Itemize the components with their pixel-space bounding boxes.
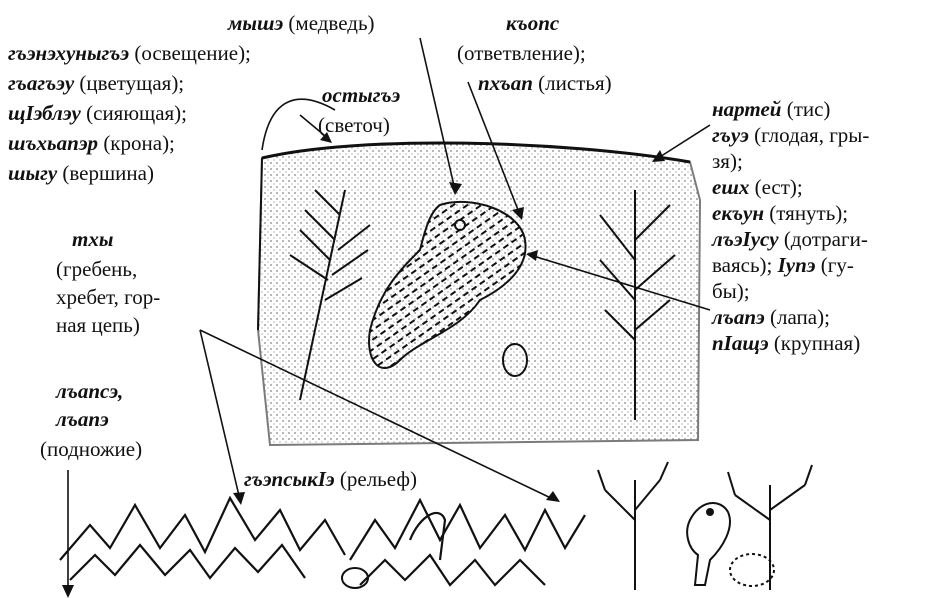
gloss-ridge-2: хребет, гор- [56, 285, 160, 309]
right-gloss-6: ваясь); [712, 253, 778, 277]
right-term-3: ешх [712, 175, 749, 199]
right-term-5: лъэIусу [712, 227, 779, 251]
right-gloss-7: бы); [712, 279, 750, 303]
small-circle-mark [730, 554, 774, 586]
gloss-bear: (медведь) [288, 11, 374, 35]
right-label-column: нартей (тис) гъуэ (глодая, гры- зя); ешх… [712, 96, 937, 356]
right-row-1: гъуэ (глодая, гры- [712, 122, 937, 148]
right-gloss-2: зя); [712, 149, 743, 173]
term-bear: мышэ [228, 11, 283, 35]
term-branch: къопс [506, 11, 559, 35]
right-row-3: ешх (ест); [712, 174, 937, 200]
term-top: шыгу [8, 161, 57, 185]
label-relief: гъэпсыкIэ (рельеф) [244, 466, 417, 492]
right-term-8: лъапэ [712, 305, 765, 329]
gloss-foot: (подножие) [40, 437, 142, 461]
right-gloss-lips: (гу- [816, 253, 854, 277]
right-gloss-5: (дотраги- [779, 227, 868, 251]
gloss-leaves: (листья) [538, 71, 611, 95]
right-term-lips: Iупэ [778, 253, 816, 277]
label-ridge-term: тхы [72, 226, 113, 252]
label-ridge-gloss-3: ная цепь) [56, 312, 140, 338]
right-term-9: пIащэ [712, 331, 769, 355]
term-shining: щIэблэу [8, 101, 81, 125]
label-torch-term: остыгъэ [322, 82, 400, 108]
gloss-ridge-3: ная цепь) [56, 313, 140, 337]
term-torch: остыгъэ [322, 83, 400, 107]
right-gloss-4: (тянуть); [764, 201, 848, 225]
right-row-8: лъапэ (лапа); [712, 304, 937, 330]
right-row-4: екъун (тянуть); [712, 200, 937, 226]
label-torch-gloss: (светоч) [318, 112, 390, 138]
label-ridge-gloss-1: (гребень, [56, 256, 137, 282]
gloss-ridge-1: (гребень, [56, 257, 137, 281]
right-row-0: нартей (тис) [712, 96, 937, 122]
term-relief: гъэпсыкIэ [244, 467, 335, 491]
gloss-crown: (крона); [103, 131, 175, 155]
gloss-lighting: (освещение); [134, 41, 251, 65]
gloss-torch: (светоч) [318, 113, 390, 137]
right-term-4: екъун [712, 201, 764, 225]
label-foot-term-1: лъапсэ, [56, 378, 123, 404]
gloss-top: (вершина) [62, 161, 154, 185]
right-gloss-0: (тис) [781, 97, 830, 121]
term-leaves: пхъап [478, 71, 533, 95]
label-branch-gloss: (ответвление); [457, 40, 586, 66]
right-row-5: лъэIусу (дотраги- [712, 226, 937, 252]
right-gloss-3: (ест); [749, 175, 802, 199]
right-gloss-8: (лапа); [765, 305, 830, 329]
small-oval-mark [342, 568, 368, 588]
label-blooming: гъагъэу (цветущая); [8, 70, 184, 96]
mountain-range [60, 498, 585, 585]
right-row-7: бы); [712, 278, 937, 304]
label-crown: шъхьапэр (крона); [8, 130, 175, 156]
gloss-shining: (сияющая); [86, 101, 187, 125]
term-foot-1: лъапсэ, [56, 379, 123, 403]
label-shining: щIэблэу (сияющая); [8, 100, 187, 126]
gloss-blooming: (цветущая); [79, 71, 184, 95]
term-blooming: гъагъэу [8, 71, 74, 95]
label-ridge-gloss-2: хребет, гор- [56, 284, 160, 310]
label-branch-term: къопс [506, 10, 559, 36]
label-foot-term-2: лъапэ [56, 406, 109, 432]
label-lighting: гъэнэхуныгъэ (освещение); [8, 40, 251, 66]
label-bear: мышэ (медведь) [228, 10, 375, 36]
right-row-9: пIащэ (крупная) [712, 330, 937, 356]
bottom-trees [598, 462, 812, 590]
small-bear-figure [687, 503, 730, 585]
label-leaves: пхъап (листья) [478, 70, 612, 96]
right-term-1: гъуэ [712, 123, 749, 147]
label-top: шыгу (вершина) [8, 160, 154, 186]
label-foot-gloss: (подножие) [40, 436, 142, 462]
term-lighting: гъэнэхуныгъэ [8, 41, 129, 65]
right-gloss-9: (крупная) [769, 331, 861, 355]
right-gloss-1: (глодая, гры- [749, 123, 870, 147]
gloss-branch: (ответвление); [457, 41, 586, 65]
right-row-6: ваясь); Iупэ (гу- [712, 252, 937, 278]
term-crown: шъхьапэр [8, 131, 98, 155]
term-ridge: тхы [72, 227, 113, 251]
term-foot-2: лъапэ [56, 407, 109, 431]
right-row-2: зя); [712, 148, 937, 174]
right-term-0: нартей [712, 97, 781, 121]
gloss-relief: (рельеф) [340, 467, 417, 491]
